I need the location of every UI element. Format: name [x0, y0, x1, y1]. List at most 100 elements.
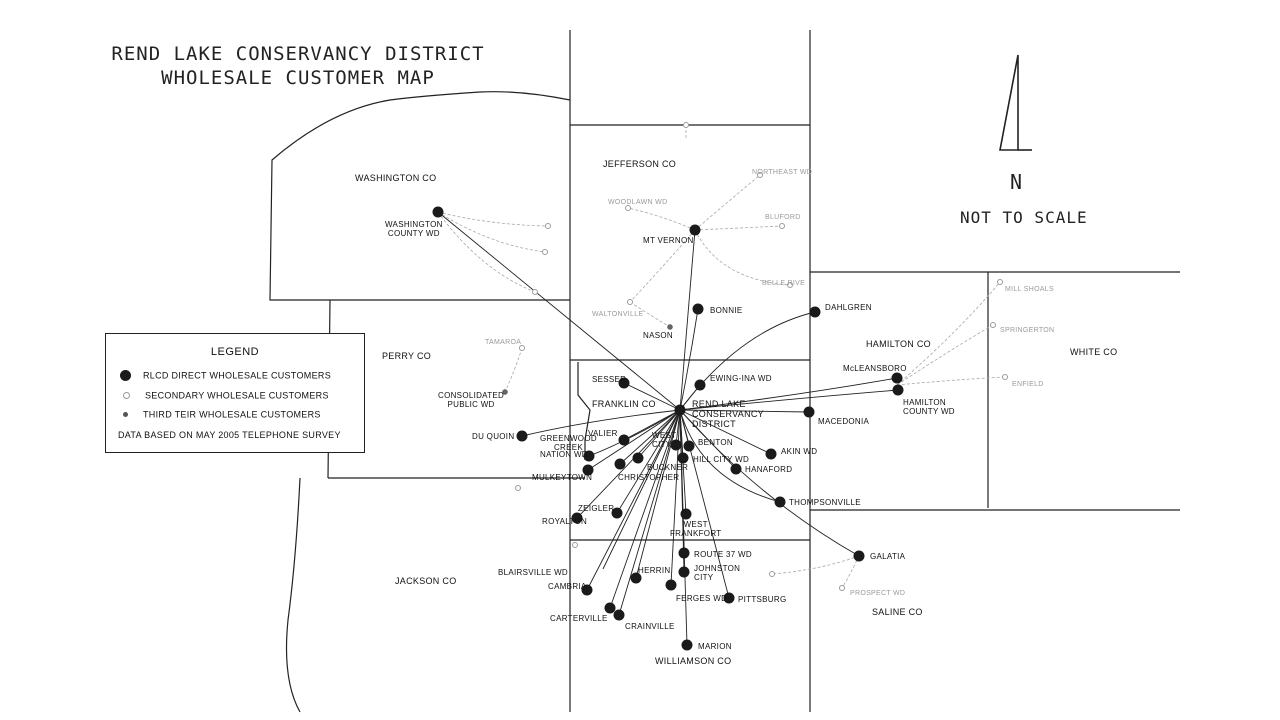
label-mill-shoals: MILL SHOALS — [1005, 286, 1054, 293]
marker-cambria — [581, 584, 593, 596]
label-belle-rive: BELLE RIVE — [762, 280, 806, 287]
marker-ewing-ina — [694, 379, 706, 391]
marker-route-37-wd — [678, 547, 690, 559]
label-waltonville: WALTONVILLE — [592, 311, 644, 318]
county-label-franklin: FRANKLIN CO — [592, 399, 656, 409]
legend-item-direct: RLCD DIRECT WHOLESALE CUSTOMERS — [120, 370, 331, 382]
label-enfield: ENFIELD — [1012, 381, 1044, 388]
marker-johnston-city — [678, 566, 690, 578]
label-woodlawn-wd: WOODLAWN WD — [608, 199, 668, 206]
marker-zeigler — [611, 507, 623, 519]
label-cambria: CAMBRIA — [548, 582, 587, 591]
label-mcleansboro: McLEANSBORO — [843, 364, 907, 373]
direct-customer-markers — [432, 206, 904, 651]
label-rend-lake: REND LAKE CONSERVANCY DISTRICT — [692, 399, 764, 429]
label-mt-vernon: MT VERNON — [643, 236, 694, 245]
legend-third-text: THIRD TEIR WHOLESALE CUSTOMERS — [143, 409, 321, 420]
legend-direct-text: RLCD DIRECT WHOLESALE CUSTOMERS — [143, 370, 331, 381]
label-akin-wd: AKIN WD — [781, 447, 818, 456]
legend-note: DATA BASED ON MAY 2005 TELEPHONE SURVEY — [118, 430, 341, 440]
label-christopher: CHRISTOPHER — [618, 473, 680, 482]
county-label-washington: WASHINGTON CO — [355, 173, 437, 183]
label-ewing-ina: EWING-INA WD — [710, 374, 772, 383]
marker-benton — [683, 440, 695, 452]
marker-carterville — [604, 602, 616, 614]
legend-heading: LEGEND — [210, 346, 260, 358]
legend-item-third: THIRD TEIR WHOLESALE CUSTOMERS — [120, 409, 321, 420]
marker-valier — [618, 434, 630, 446]
label-macedonia: MACEDONIA — [818, 417, 870, 426]
label-sesser: SESSER — [592, 375, 627, 384]
label-pittsburg: PITTSBURG — [738, 595, 787, 604]
county-label-jackson: JACKSON CO — [395, 576, 457, 586]
marker-hamilton-county-wd — [892, 384, 904, 396]
label-mulkeytown: MULKEYTOWN — [532, 473, 593, 482]
map-title: REND LAKE CONSERVANCY DISTRICT WHOLESALE… — [98, 42, 498, 90]
service-lines — [437, 211, 899, 646]
label-washington-county-wd: WASHINGTON COUNTY WD — [385, 220, 443, 238]
marker-west-city — [670, 439, 682, 451]
marker-christopher — [614, 458, 626, 470]
label-bonnie: BONNIE — [710, 306, 743, 315]
label-west-frankfort: WEST FRANKFORT — [670, 520, 722, 538]
label-blairsville-wd: BLAIRSVILLE WD — [498, 568, 569, 577]
legend-item-secondary: SECONDARY WHOLESALE CUSTOMERS — [120, 390, 329, 401]
county-label-perry: PERRY CO — [382, 351, 432, 361]
third-marker-icon — [123, 412, 128, 418]
label-thompsonville: THOMPSONVILLE — [789, 498, 861, 507]
marker-crainville — [613, 609, 625, 621]
scale-note: NOT TO SCALE — [960, 208, 1088, 227]
marker-pittsburg — [723, 592, 735, 604]
marker-du-quoin — [516, 430, 528, 442]
label-benton: BENTON — [698, 438, 733, 447]
secondary-customer-markers — [515, 122, 1008, 591]
label-ferges-wd: FERGES WD — [676, 594, 728, 603]
legend: LEGEND RLCD DIRECT WHOLESALE CUSTOMERS S… — [105, 333, 365, 453]
county-label-williamson: WILLIAMSON CO — [655, 656, 732, 666]
marker-rend-lake — [674, 404, 686, 416]
marker-sesser — [618, 377, 630, 389]
county-boundaries — [269, 30, 1180, 713]
marker-akin-wd — [765, 448, 777, 460]
marker-herrin — [630, 572, 642, 584]
marker-mt-vernon — [689, 224, 701, 236]
label-marion: MARION — [698, 642, 732, 651]
label-valier: VALIER — [588, 429, 618, 438]
label-crainville: CRAINVILLE — [625, 622, 675, 631]
marker-ferges-wd — [665, 579, 677, 591]
label-dahlgren: DAHLGREN — [825, 303, 872, 312]
county-label-white: WHITE CO — [1070, 347, 1118, 357]
label-route-37-wd: ROUTE 37 WD — [694, 550, 752, 559]
label-johnston-city: JOHNSTON CITY — [694, 564, 741, 582]
marker-buckner — [632, 452, 644, 464]
label-springerton: SPRINGERTON — [1000, 327, 1055, 334]
marker-west-frankfort — [680, 508, 692, 520]
label-carterville: CARTERVILLE — [550, 614, 608, 623]
franklin-west-boundary — [577, 362, 591, 460]
marker-thompsonville — [774, 496, 786, 508]
secondary-lines — [437, 125, 1006, 589]
map-title-line-2: WHOLESALE CUSTOMER MAP — [161, 67, 435, 89]
north-letter: N — [1010, 170, 1023, 194]
marker-macedonia — [803, 406, 815, 418]
label-zeigler: ZEIGLER — [578, 504, 615, 513]
secondary-marker-icon — [123, 392, 130, 400]
label-bluford: BLUFORD — [765, 214, 801, 221]
label-west-city: WEST CITY — [652, 431, 677, 449]
marker-nation-wd — [582, 464, 594, 476]
north-arrow — [999, 54, 1032, 151]
marker-marion — [681, 639, 693, 651]
label-consolidated-public-wd: CONSOLIDATED PUBLIC WD — [438, 391, 505, 409]
label-hill-city-wd: HILL CITY WD — [693, 455, 750, 464]
legend-secondary-text: SECONDARY WHOLESALE CUSTOMERS — [145, 390, 329, 401]
label-greenwood-creek: GREENWOOD CREEK — [540, 434, 597, 452]
marker-dahlgren — [809, 306, 821, 318]
marker-hill-city-wd — [677, 452, 689, 464]
label-royalton: ROYALTON — [542, 517, 588, 526]
marker-mcleansboro — [891, 372, 903, 384]
label-hamilton-county-wd: HAMILTON COUNTY WD — [903, 398, 955, 416]
marker-galatia — [853, 550, 865, 562]
label-prospect-wd: PROSPECT WD — [850, 590, 906, 597]
map-title-line-1: REND LAKE CONSERVANCY DISTRICT — [111, 43, 485, 65]
